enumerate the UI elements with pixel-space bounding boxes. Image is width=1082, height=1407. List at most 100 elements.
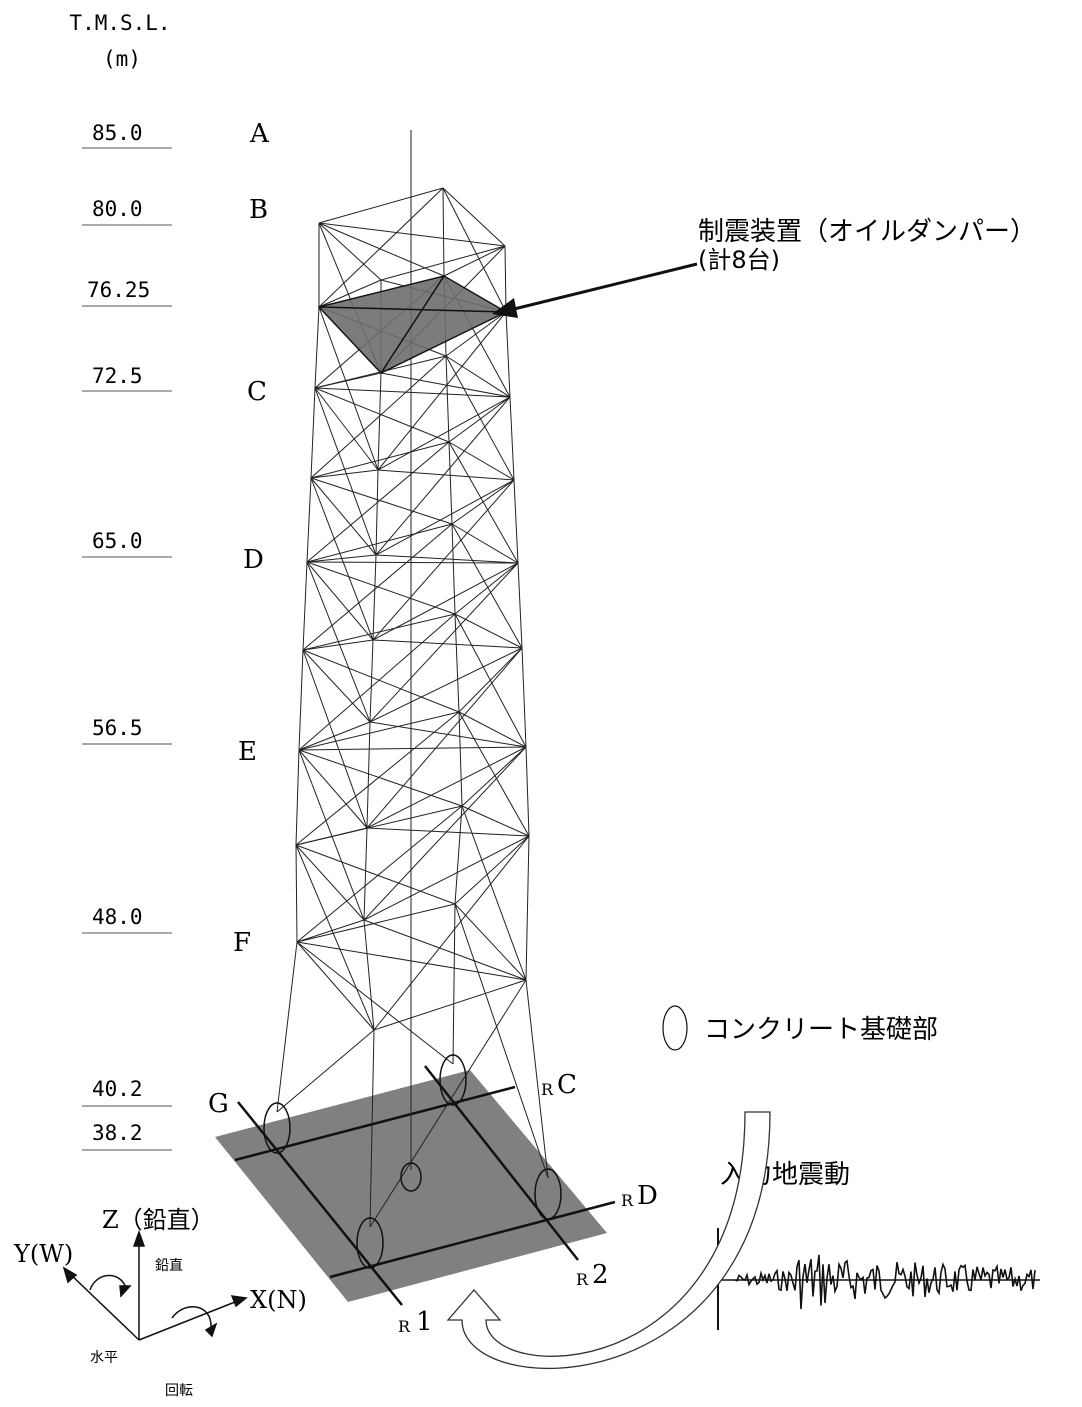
tower-member — [302, 613, 456, 651]
tower-member — [517, 562, 523, 649]
tower-member — [310, 441, 450, 479]
tower-member — [372, 554, 377, 641]
svg-text:D: D — [637, 1181, 658, 1211]
tower-member — [454, 562, 519, 615]
damper-callout: 制震装置（オイルダンパー） (計8台) — [492, 217, 1036, 318]
tower-member — [448, 441, 519, 564]
tower-member — [298, 721, 371, 751]
tower-member — [445, 355, 515, 481]
tower-member — [461, 805, 527, 981]
svg-text:C: C — [557, 1070, 577, 1100]
tower-member — [363, 835, 530, 921]
foundation-ellipse-center — [400, 1162, 422, 1192]
tower-member — [296, 941, 375, 1031]
tower-member — [310, 477, 453, 525]
tower-member — [296, 919, 365, 943]
tower-member — [451, 523, 523, 649]
svg-text:R: R — [576, 1270, 589, 1289]
tower-member — [318, 222, 382, 281]
tower-member — [295, 844, 456, 905]
coordinate-axes — [62, 1229, 248, 1341]
tower-member — [302, 649, 368, 829]
tower-member — [295, 827, 368, 846]
legend-ellipse-icon — [662, 1005, 688, 1051]
grid-label-r2: R 2 — [576, 1260, 609, 1290]
tower-member — [380, 372, 511, 398]
tower-member — [372, 562, 519, 641]
tower-member — [363, 827, 368, 921]
grid-label-rc: R C — [541, 1070, 577, 1100]
tower-member — [318, 187, 444, 308]
tower-member — [363, 919, 527, 981]
tower-member — [451, 523, 456, 615]
tower-member — [454, 835, 530, 905]
tower-member — [296, 805, 463, 943]
svg-text:R: R — [541, 1080, 554, 1099]
tower-member — [525, 979, 549, 1179]
tower-member — [504, 245, 507, 313]
tower-member — [314, 387, 377, 556]
tower-member — [306, 477, 312, 563]
level-d: D — [243, 545, 264, 575]
tower-member — [454, 903, 549, 1179]
tower-member — [372, 639, 523, 649]
tower-member — [448, 441, 515, 481]
tower-member — [306, 523, 453, 563]
legend-foundation-label: コンクリート基礎部 — [704, 1015, 938, 1045]
vertical-label: 鉛直 — [155, 1257, 183, 1274]
y-axis-arrowhead — [62, 1266, 78, 1284]
x-axis-arrowhead — [230, 1295, 248, 1308]
level-f: F — [233, 928, 251, 958]
tower-member — [445, 311, 507, 357]
tower-member — [310, 387, 316, 479]
foundation-ellipses — [263, 1054, 562, 1269]
tower-frame — [276, 130, 549, 1228]
foundation-ellipse-d — [534, 1168, 562, 1220]
tower-member — [295, 844, 375, 1031]
tower-member — [525, 835, 530, 981]
tower-member — [366, 827, 530, 837]
tower-member — [310, 477, 374, 641]
tower-member — [451, 479, 515, 525]
tower-member — [442, 187, 506, 247]
tower-member — [318, 222, 445, 277]
tower-member — [451, 523, 519, 564]
tower-member — [375, 469, 379, 556]
damper-floor-braces — [318, 275, 507, 374]
tower-member — [298, 749, 365, 921]
tower-member — [298, 746, 527, 751]
tower-member — [369, 562, 519, 723]
tower-member — [377, 396, 511, 471]
tower-member — [295, 711, 460, 846]
tower-member — [366, 721, 371, 829]
tower-member — [454, 903, 527, 981]
tower-member — [513, 479, 519, 564]
tower-member — [318, 222, 506, 247]
elevation-48: 48.0 — [92, 905, 143, 929]
tower-member — [306, 561, 519, 564]
elevation-unit: (m) — [103, 47, 141, 71]
tower-member — [458, 711, 530, 837]
horizontal-rotation-icon — [89, 1274, 127, 1291]
tower-member — [369, 721, 527, 748]
waveform-trace — [734, 1254, 1036, 1310]
x-axis-label: X(N) — [250, 1286, 307, 1314]
tower-member — [369, 639, 374, 723]
rotation-arrow-icon — [171, 1306, 212, 1328]
tower-member — [314, 306, 320, 389]
tower-member — [445, 355, 450, 443]
tower-member — [452, 903, 456, 1065]
tower-member — [369, 647, 523, 723]
tower-member — [314, 387, 450, 443]
tower-member — [377, 372, 382, 471]
tower-member — [458, 711, 463, 807]
tower-member — [375, 554, 519, 564]
tower-member — [363, 919, 375, 1031]
tower-member — [298, 711, 460, 751]
tower-member — [302, 523, 453, 651]
grid-label-r1: R 1 — [398, 1307, 433, 1337]
tower-member — [310, 477, 377, 556]
tower-member — [366, 647, 523, 829]
y-axis-label: Y(W) — [13, 1240, 73, 1268]
tower-member — [375, 479, 515, 556]
